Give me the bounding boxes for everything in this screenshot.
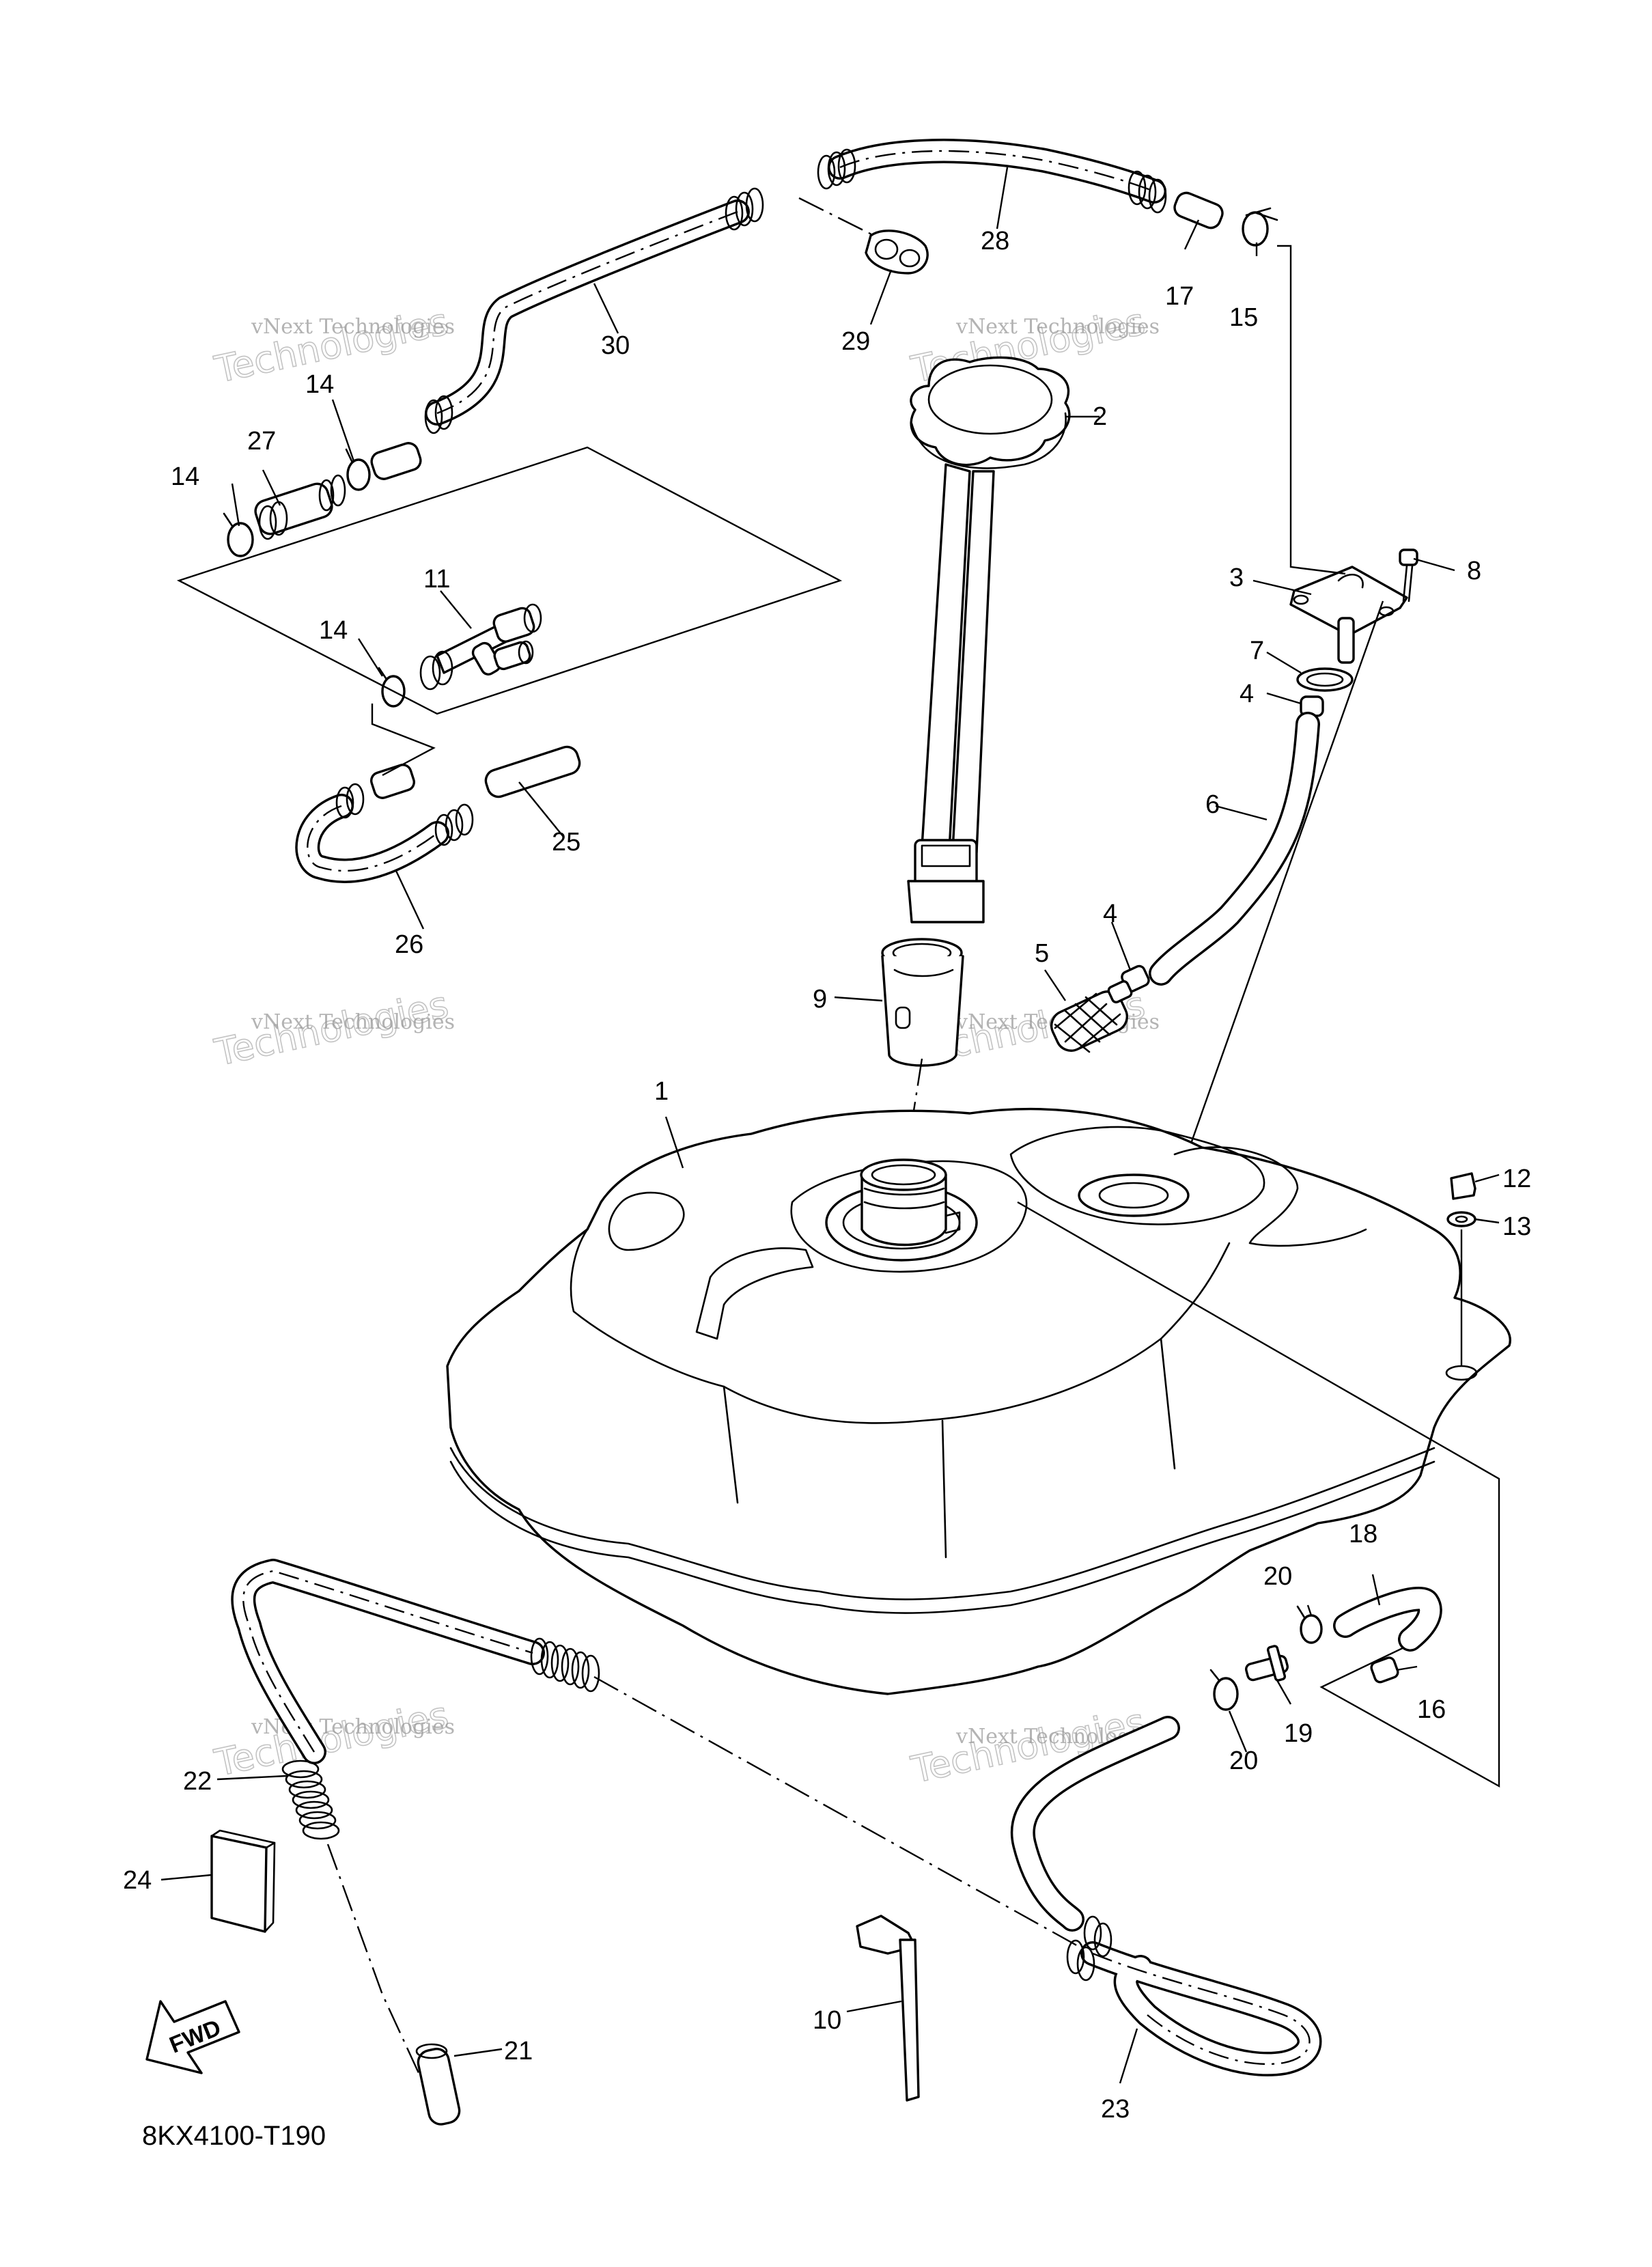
part-9-filter-strainer bbox=[881, 938, 964, 1067]
callout-10: 10 bbox=[813, 2006, 841, 2035]
callout-25: 25 bbox=[552, 828, 580, 857]
short-pipe-mid-left bbox=[370, 764, 415, 799]
callout-13: 13 bbox=[1502, 1212, 1531, 1241]
callout-14-left: 14 bbox=[171, 462, 199, 491]
part-15-clip bbox=[1242, 207, 1278, 247]
callout-12: 12 bbox=[1502, 1165, 1531, 1193]
watermark-small-text: vNext Technologies bbox=[251, 1010, 455, 1034]
part-23-hose bbox=[1010, 1716, 1322, 2076]
diagram-code: 8KX4100-T190 bbox=[142, 2121, 326, 2151]
part-2-filler-cap bbox=[910, 356, 1071, 469]
part-26-hose bbox=[295, 783, 474, 883]
callout-9: 9 bbox=[813, 985, 827, 1014]
part-12-nut bbox=[1450, 1172, 1476, 1200]
callout-15: 15 bbox=[1229, 303, 1258, 332]
part-8-screw bbox=[1399, 548, 1418, 602]
callout-4-upper: 4 bbox=[1240, 680, 1254, 708]
callout-26: 26 bbox=[395, 930, 423, 959]
part-25-pipe bbox=[484, 745, 581, 798]
vent-hose-upper bbox=[424, 139, 1167, 434]
callout-19: 19 bbox=[1284, 1719, 1313, 1748]
part-27-joint bbox=[254, 474, 346, 540]
part-29-hose-holder bbox=[865, 230, 929, 275]
callout-16: 16 bbox=[1417, 1695, 1446, 1724]
callout-3: 3 bbox=[1229, 564, 1244, 592]
part-18-hose bbox=[1333, 1587, 1442, 1652]
callout-29: 29 bbox=[841, 327, 870, 356]
part-22-drain-hose bbox=[231, 1559, 600, 1840]
callout-11: 11 bbox=[423, 565, 450, 594]
callout-14-mid: 14 bbox=[319, 616, 348, 645]
part-17-joint-pipe bbox=[1173, 191, 1224, 230]
callout-6: 6 bbox=[1205, 790, 1220, 819]
callout-4-lower: 4 bbox=[1103, 900, 1117, 928]
callout-2: 2 bbox=[1093, 402, 1107, 431]
callout-24: 24 bbox=[123, 1866, 152, 1895]
callout-8: 8 bbox=[1467, 557, 1481, 585]
callout-5: 5 bbox=[1035, 939, 1049, 968]
part-6-fuel-hose bbox=[1149, 712, 1320, 986]
part-20-clips bbox=[1209, 1605, 1323, 1711]
callout-28: 28 bbox=[981, 227, 1009, 255]
callout-21: 21 bbox=[504, 2037, 533, 2066]
callout-20-lower: 20 bbox=[1229, 1747, 1258, 1775]
part-10-band bbox=[856, 1915, 920, 2102]
callout-1: 1 bbox=[654, 1077, 669, 1106]
short-pipe-upper-left bbox=[370, 442, 422, 480]
callout-labels: 1 2 3 4 4 5 6 7 8 9 10 11 12 13 14 14 14… bbox=[123, 227, 1531, 2124]
callout-7: 7 bbox=[1250, 637, 1264, 665]
callout-leaders bbox=[160, 167, 1500, 2084]
fwd-arrow-icon: FWD bbox=[145, 2000, 240, 2074]
watermark-low-left: Technologies vNext Technologies bbox=[210, 1693, 455, 1785]
callout-30: 30 bbox=[601, 331, 630, 360]
part-21-pipe bbox=[415, 2043, 461, 2126]
callout-27: 27 bbox=[247, 427, 276, 456]
part-19-union bbox=[1245, 1645, 1289, 1682]
callout-14-top: 14 bbox=[305, 370, 334, 399]
part-11-t-joint bbox=[419, 603, 542, 691]
watermark-small-text: vNext Technologies bbox=[251, 315, 455, 339]
callout-22: 22 bbox=[183, 1767, 212, 1796]
watermark-mid-left: Technologies vNext Technologies bbox=[210, 982, 455, 1075]
callout-17: 17 bbox=[1165, 282, 1194, 311]
watermark-small-text: vNext Technologies bbox=[955, 315, 1160, 339]
part-13-washer bbox=[1446, 1211, 1476, 1227]
part-3-plate bbox=[1289, 566, 1408, 664]
part-16-clamp bbox=[1370, 1656, 1399, 1684]
callout-20-upper: 20 bbox=[1263, 1562, 1292, 1591]
part-5-fuel-filter bbox=[1050, 980, 1133, 1053]
callout-18: 18 bbox=[1349, 1520, 1377, 1548]
callout-23: 23 bbox=[1101, 2095, 1130, 2124]
part-2-level-gauge-rod bbox=[907, 463, 995, 923]
part-24-pad bbox=[210, 1829, 276, 1933]
part-7-gasket bbox=[1296, 667, 1354, 692]
part-1-fuel-tank bbox=[446, 1107, 1511, 1695]
